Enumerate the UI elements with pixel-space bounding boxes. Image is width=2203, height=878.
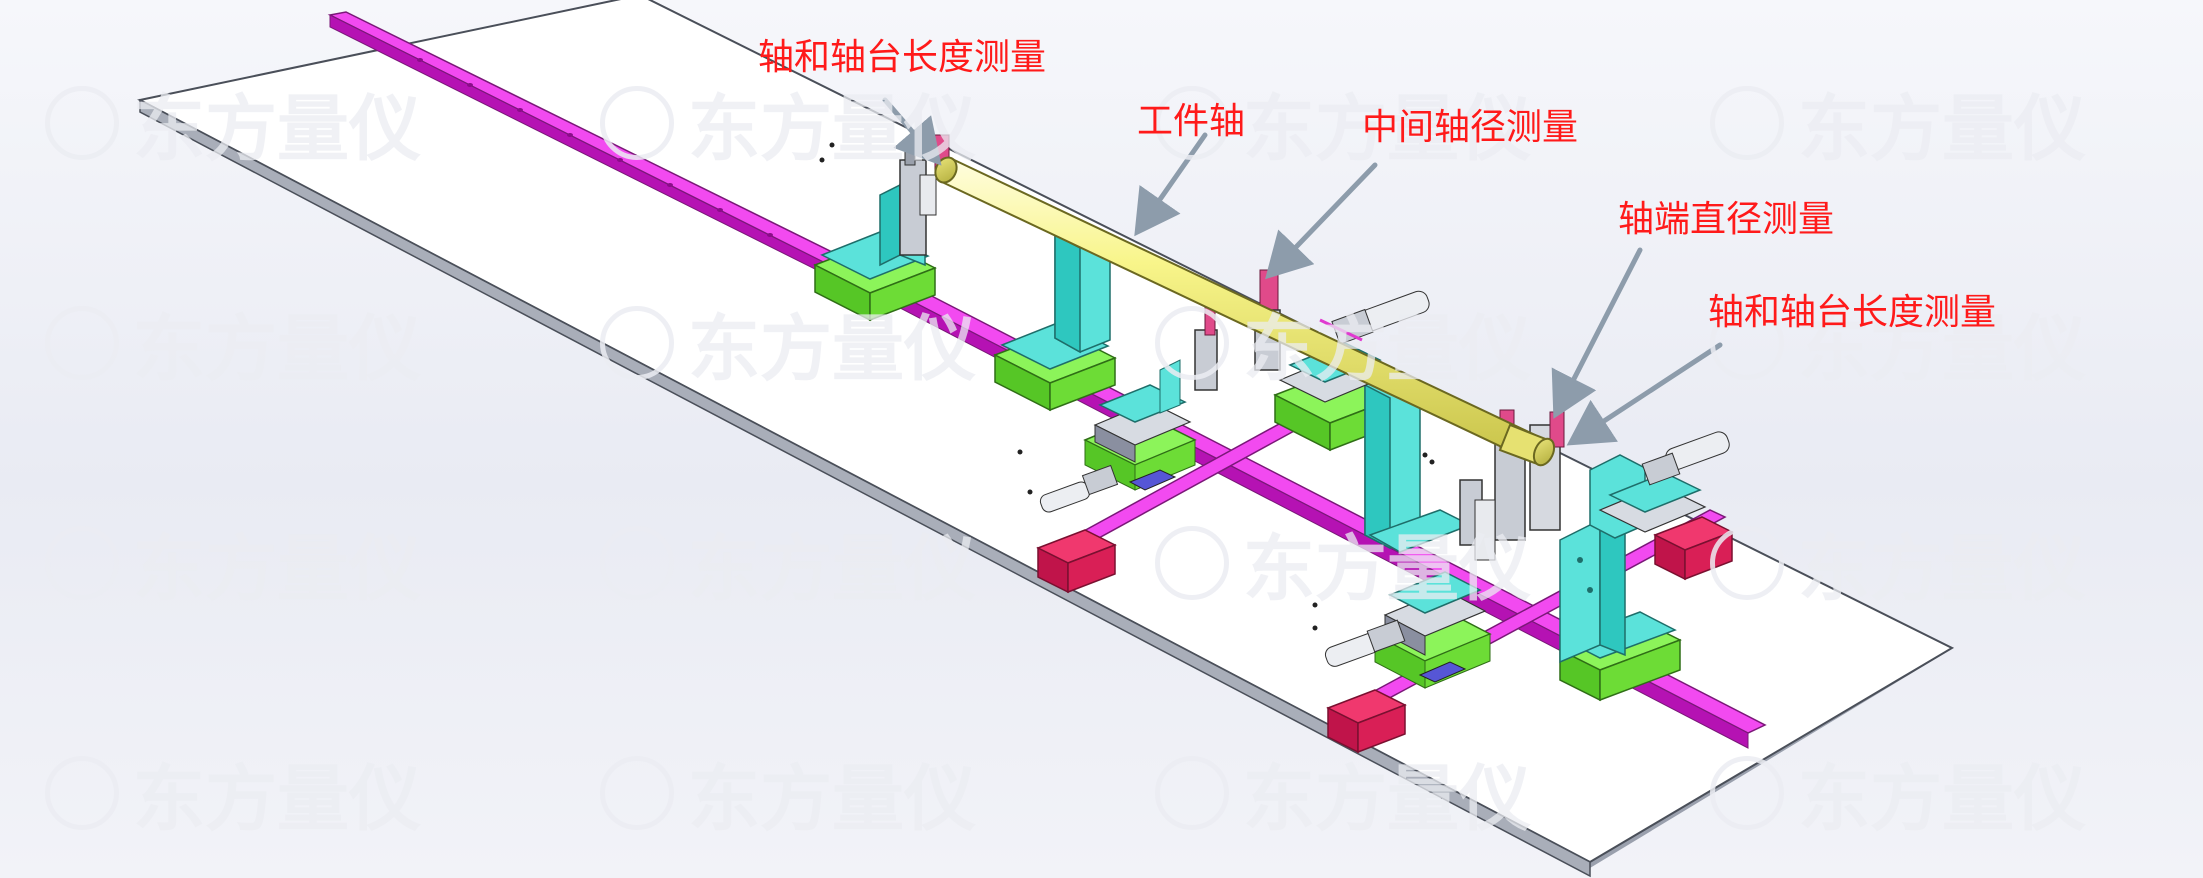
stage-left [1039, 359, 1197, 513]
fastener-dots [819, 142, 1435, 631]
stage-right [1598, 431, 1730, 533]
probe-left-end [899, 134, 950, 256]
stage-front [1324, 571, 1492, 689]
label-shaft-length-right: 轴和轴台长度测量 [1708, 292, 1997, 333]
arrow-middle-diameter [1265, 162, 1378, 280]
arrow-workpiece-shaft [1134, 132, 1208, 237]
end-stop-center [1326, 689, 1407, 754]
bracket-mid [1054, 224, 1111, 354]
arrow-shaft-length-right [1566, 342, 1723, 446]
bracket-center [1364, 374, 1472, 553]
label-end-diameter: 轴端直径测量 [1618, 199, 1835, 240]
label-workpiece-shaft: 工件轴 [1137, 101, 1246, 142]
leader-arrows [882, 97, 1723, 446]
arrow-shaft-length-left [882, 97, 942, 166]
workpiece-shaft [934, 156, 1556, 467]
end-stop-left [1036, 529, 1117, 594]
base-plate [137, 0, 1955, 878]
bracket-front [1559, 518, 1626, 664]
label-shaft-length-left: 轴和轴台长度测量 [758, 37, 1047, 78]
end-stop-right [1653, 516, 1734, 581]
arrow-end-diameter [1551, 247, 1643, 419]
label-middle-diameter: 中间轴径测量 [1362, 107, 1579, 148]
